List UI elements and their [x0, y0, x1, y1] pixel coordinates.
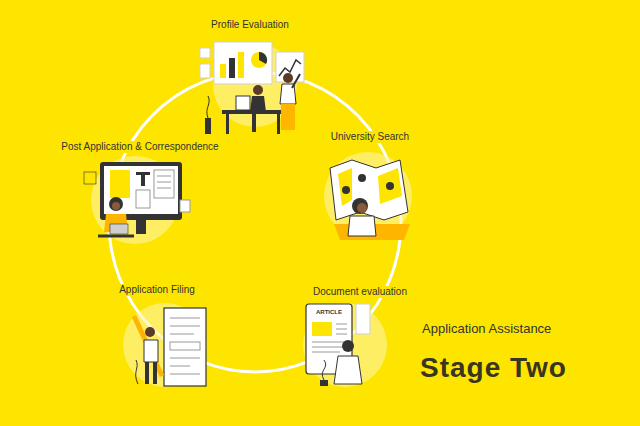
stage-label: Post Application & Correspondence	[58, 141, 221, 153]
stage-label: Document evaluation	[310, 286, 410, 298]
section-title: Application Assistance	[422, 321, 551, 337]
stage-label: Profile Evaluation	[208, 19, 292, 31]
post-application-illustration: ​	[84, 156, 190, 244]
profile-illustration	[200, 42, 304, 134]
stage-label: Application Filing	[116, 284, 198, 296]
university-illustration	[324, 152, 412, 240]
stage-heading: Stage Two	[420, 351, 567, 385]
document-illustration	[303, 303, 387, 387]
svg-text:​: ​	[138, 174, 139, 189]
filing-illustration	[123, 303, 207, 387]
illustration-text: ARTICLE	[316, 309, 342, 316]
stage-label: University Search	[328, 131, 412, 143]
